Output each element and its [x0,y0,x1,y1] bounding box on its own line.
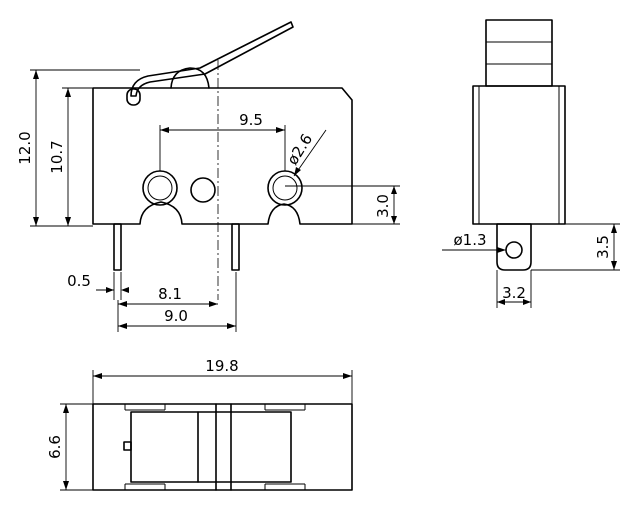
top-view [92,403,353,491]
side-view [472,19,566,271]
lever-arm [130,21,294,97]
switch-body [92,87,353,225]
front-view [92,21,353,300]
dim-label-3-0: 3.0 [374,194,392,218]
center-marker [190,177,216,203]
dim-label-12-0: 12.0 [16,131,34,164]
dim-label-6-6: 6.6 [46,435,64,459]
mounting-hole-left-inner [147,175,173,201]
lever-roller [170,67,210,89]
dim-label-9-0: 9.0 [164,307,188,325]
dim-label-dia-1-3: ø1.3 [453,231,486,249]
top-lever-tab [123,441,132,451]
top-body [92,403,353,491]
dim-label-10-7: 10.7 [48,140,66,173]
top-lever [130,411,292,483]
lever-pivot [126,88,141,106]
dim-label-3-5: 3.5 [594,235,612,259]
terminal-hole [505,241,523,259]
mounting-hole-right-inner [272,175,298,201]
side-body [472,85,566,225]
terminal-left [113,223,122,271]
dim-label-9-5: 9.5 [239,111,263,129]
front-dimensions: 12.0 10.7 9.5 ø2.6 3.0 0.5 [16,69,400,332]
dim-label-8-1: 8.1 [158,285,182,303]
dim-label-dia-2-6: ø2.6 [283,131,316,169]
dim-label-0-5: 0.5 [67,272,91,290]
side-terminal [496,223,532,271]
terminal-right [231,223,240,271]
dim-label-3-2: 3.2 [502,284,526,302]
plunger [485,19,553,87]
side-dimensions: ø1.3 3.5 3.2 [442,223,620,308]
top-dimensions: 19.8 6.6 [46,357,353,491]
dim-label-19-8: 19.8 [205,357,238,375]
